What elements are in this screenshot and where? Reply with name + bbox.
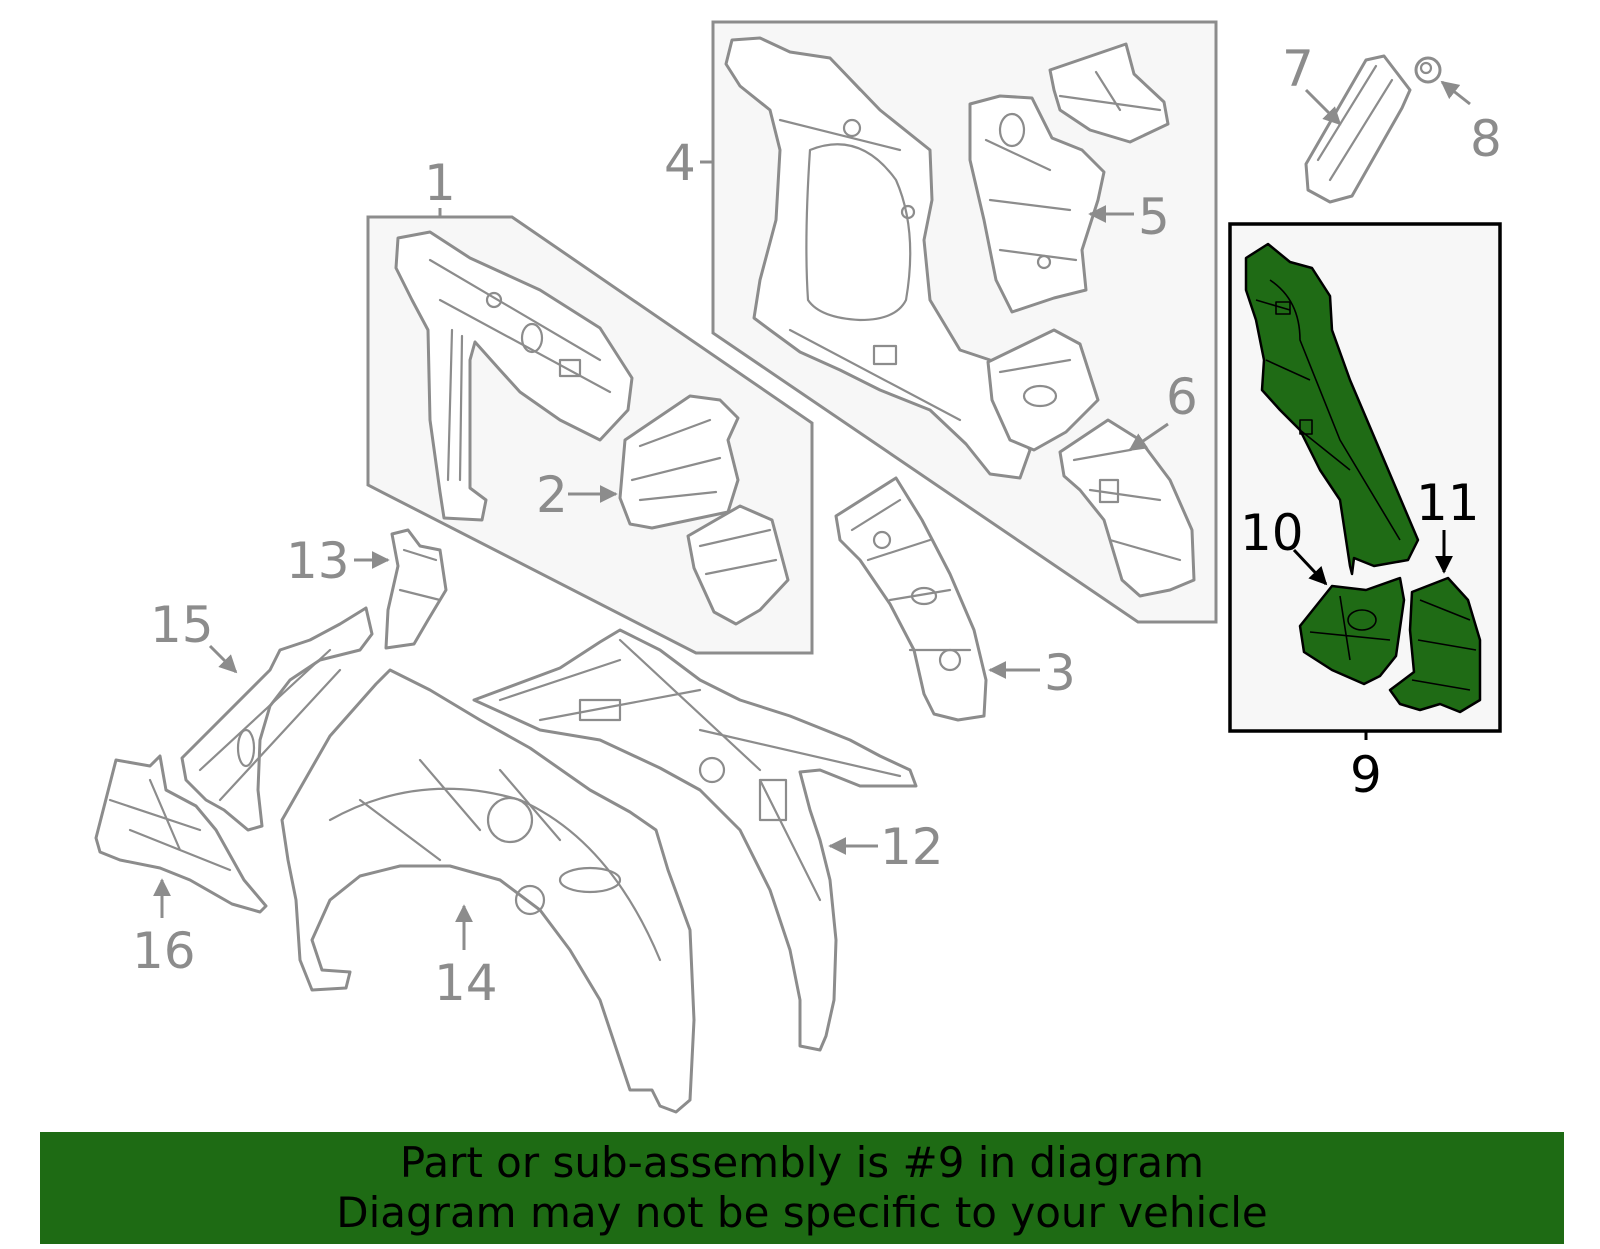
part-16-bracket[interactable] bbox=[94, 754, 268, 914]
callout-8: 8 bbox=[1470, 110, 1502, 168]
part-11-bracket[interactable] bbox=[1388, 576, 1482, 714]
callout-2: 2 bbox=[536, 466, 568, 524]
callout-7: 7 bbox=[1282, 40, 1314, 98]
callout-14: 14 bbox=[434, 954, 498, 1012]
part-10-bracket[interactable] bbox=[1298, 576, 1406, 686]
part-5-panel[interactable] bbox=[968, 94, 1106, 314]
part-9-main-arm[interactable] bbox=[1244, 242, 1420, 576]
part-13-bracket[interactable] bbox=[384, 528, 448, 650]
callout-15: 15 bbox=[150, 596, 214, 654]
part-5-top-bracket[interactable] bbox=[1048, 42, 1170, 144]
part-2-bracket[interactable] bbox=[618, 394, 790, 626]
info-banner: Part or sub-assembly is #9 in diagram Di… bbox=[40, 1132, 1564, 1244]
leader-7 bbox=[1304, 88, 1342, 126]
callout-6: 6 bbox=[1166, 368, 1198, 426]
leader-8 bbox=[1440, 80, 1471, 106]
callout-12: 12 bbox=[880, 818, 944, 876]
part-4-pillar-panel[interactable] bbox=[724, 36, 1032, 480]
callout-5: 5 bbox=[1138, 188, 1170, 246]
banner-line-2: Diagram may not be specific to your vehi… bbox=[336, 1188, 1268, 1237]
part-1-quarter-inner-panel[interactable] bbox=[394, 230, 634, 522]
leader-15 bbox=[208, 644, 238, 674]
callout-16: 16 bbox=[132, 922, 196, 980]
part-8-clip[interactable] bbox=[1414, 56, 1442, 84]
part-4-lower-bracket[interactable] bbox=[986, 328, 1100, 452]
part-7-pad[interactable] bbox=[1304, 54, 1412, 204]
callout-4: 4 bbox=[664, 134, 696, 192]
part-14-inner-wheelhouse[interactable] bbox=[280, 668, 696, 1114]
callout-11: 11 bbox=[1416, 474, 1480, 532]
part-15-panel[interactable] bbox=[180, 606, 374, 832]
part-12-wheelhouse-outer[interactable] bbox=[472, 628, 918, 1052]
callout-3: 3 bbox=[1044, 644, 1076, 702]
callout-10: 10 bbox=[1240, 504, 1304, 562]
callout-9: 9 bbox=[1350, 746, 1382, 804]
leader-10 bbox=[1292, 548, 1328, 586]
callout-13: 13 bbox=[286, 532, 350, 590]
part-3-panel[interactable] bbox=[834, 476, 988, 722]
banner-line-1: Part or sub-assembly is #9 in diagram bbox=[399, 1138, 1205, 1187]
leader-6 bbox=[1128, 422, 1169, 452]
callout-1: 1 bbox=[424, 154, 456, 212]
